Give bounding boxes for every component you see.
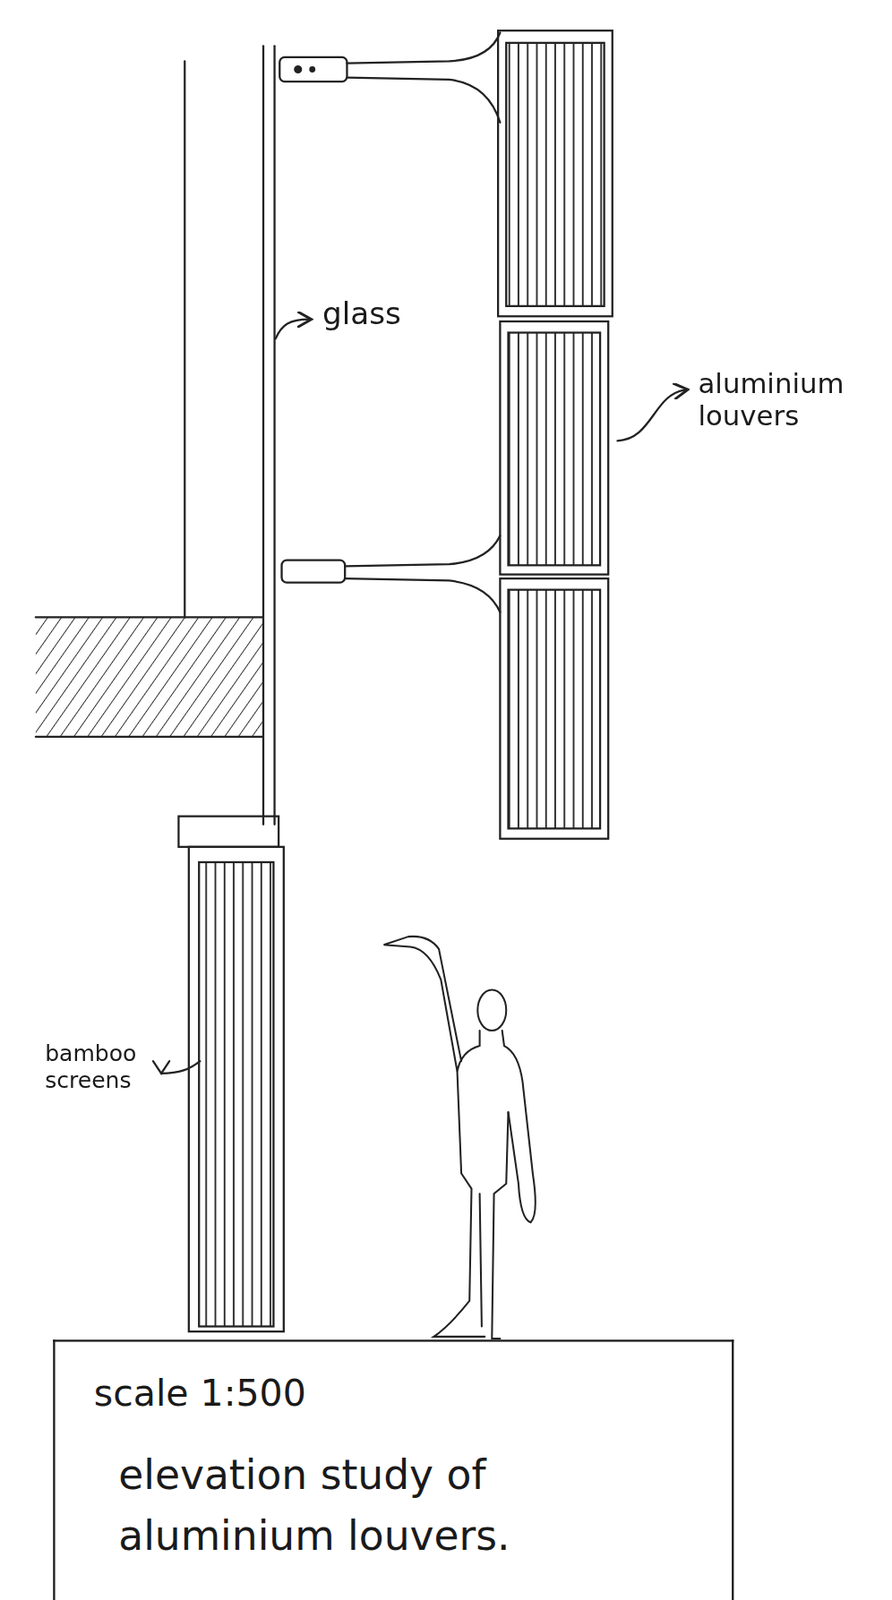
interior-wall xyxy=(183,60,186,618)
floor-slab xyxy=(35,617,263,737)
title-block: scale 1:500 elevation study of aluminium … xyxy=(52,1339,734,1600)
human-figure xyxy=(383,936,535,1339)
leader-line xyxy=(275,319,310,340)
louver-bracket xyxy=(279,32,500,122)
drawing-title: elevation study of aluminium louvers. xyxy=(118,1444,609,1568)
callout-label: glass xyxy=(322,295,446,333)
louver-panel xyxy=(497,30,613,317)
louver-panel xyxy=(499,321,609,575)
callout-label: aluminium louvers xyxy=(697,367,882,434)
louver-panel xyxy=(499,578,609,840)
glass-line xyxy=(262,45,265,825)
bamboo-screen xyxy=(178,816,284,1332)
callout-label: bamboo screens xyxy=(44,1040,157,1095)
leader-arrowhead xyxy=(153,1061,170,1074)
scale-note: scale 1:500 xyxy=(94,1366,503,1423)
glass-line xyxy=(273,45,275,825)
louver-bracket xyxy=(282,535,501,612)
leader-line xyxy=(617,389,686,441)
